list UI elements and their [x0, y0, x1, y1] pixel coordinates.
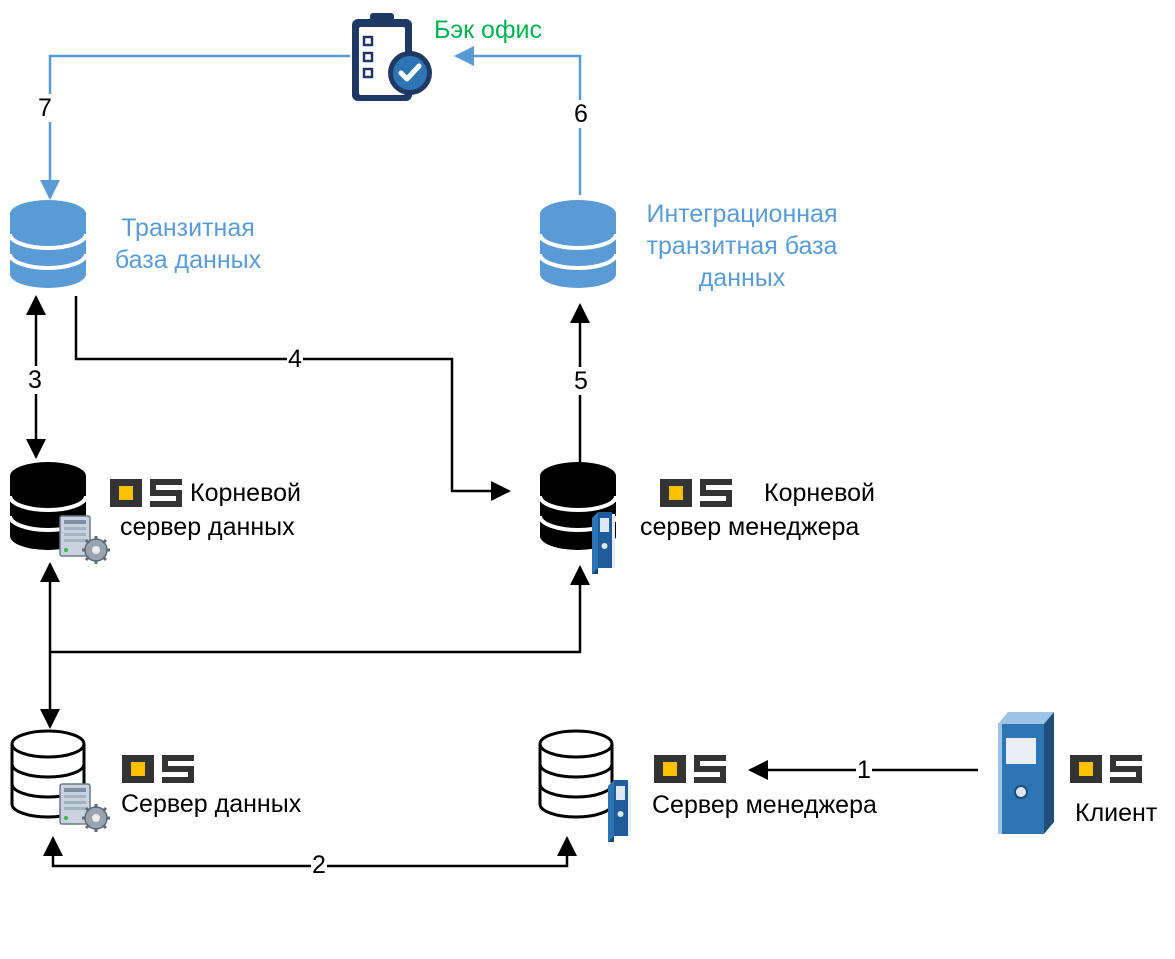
edge-6-label: 6	[573, 100, 589, 128]
root-data-server-os-logo	[110, 479, 182, 507]
integration-db-icon	[538, 198, 618, 290]
edge-1-label: 1	[856, 756, 872, 784]
edge-2-line	[43, 836, 577, 868]
transit-db-label-line1: Транзитная	[121, 214, 255, 242]
manager-server-os-logo	[654, 755, 726, 783]
manager-server-db-icon	[538, 729, 614, 819]
manager-server-binder-icon	[608, 780, 631, 842]
root-data-server-label-line1: Корневой	[190, 479, 301, 507]
root-manager-server-os-logo	[660, 479, 732, 507]
client-os-logo	[1070, 755, 1142, 783]
transit-db-label: Транзитная база данных	[98, 212, 278, 276]
integration-db-label-line2: транзитная база	[646, 232, 838, 260]
transit-db-icon	[8, 198, 88, 290]
integration-db-label-line1: Интеграционная	[646, 200, 838, 228]
edge-root-manager-branch-line	[50, 565, 590, 654]
edge-7-label: 7	[37, 94, 53, 122]
manager-server-label: Сервер менеджера	[652, 791, 877, 819]
root-manager-server-label-line1: Корневой	[764, 479, 875, 507]
edge-4-label: 4	[287, 345, 303, 373]
edge-4-line	[74, 296, 511, 501]
data-server-gear-icon	[58, 782, 112, 834]
edge-3-label: 3	[27, 366, 43, 394]
transit-db-label-line2: база данных	[114, 246, 262, 274]
edge-6-line	[454, 46, 582, 195]
edge-5-label: 5	[573, 367, 589, 395]
data-server-label: Сервер данных	[121, 790, 302, 818]
root-manager-server-label-line2: сервер менеджера	[640, 513, 860, 541]
edge-7-line	[40, 54, 350, 200]
root-data-server-label-line2: сервер данных	[120, 513, 295, 541]
client-binder-icon	[997, 711, 1055, 835]
integration-db-label: Интеграционная транзитная база данных	[622, 198, 862, 294]
integration-db-label-line3: данных	[698, 264, 786, 292]
root-data-server-gear-icon	[58, 514, 112, 566]
root-manager-server-binder-icon	[592, 512, 615, 574]
data-server-os-logo	[122, 755, 194, 783]
client-label: Клиент	[1075, 799, 1158, 827]
edge-2-label: 2	[311, 851, 327, 879]
back-office-label: Бэк офис	[434, 16, 542, 44]
clipboard-check-icon	[352, 13, 432, 101]
